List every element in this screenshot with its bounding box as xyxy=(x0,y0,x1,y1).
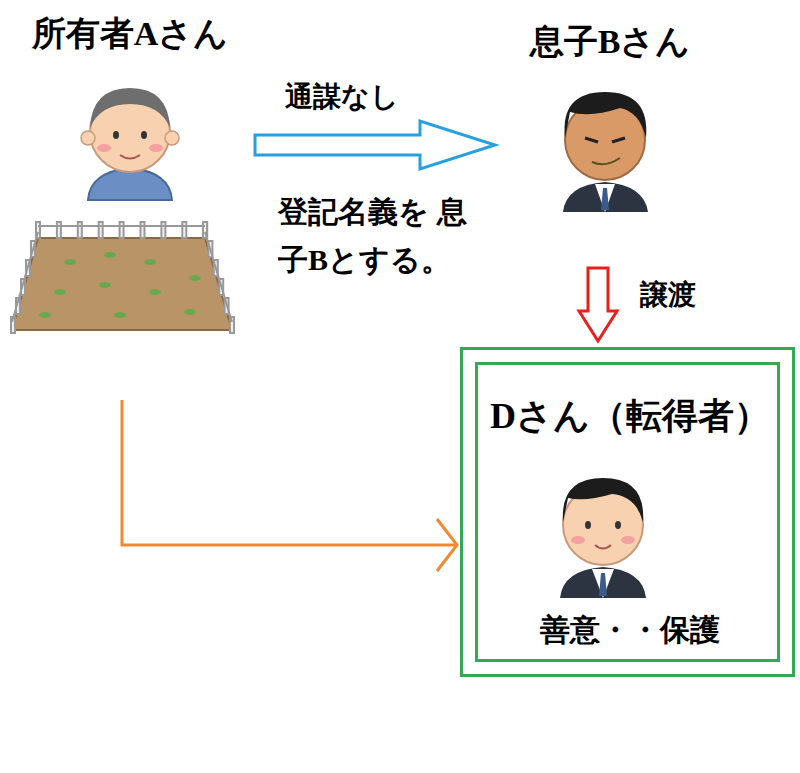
node-title: 所有者Aさん xyxy=(32,14,229,55)
connector-line xyxy=(122,400,457,571)
owner-node: 所有者Aさん xyxy=(0,0,250,395)
hollow-arrow xyxy=(579,268,617,341)
note-label: 登記名義を 息子Bとする。 xyxy=(278,188,488,284)
buyer-box: Dさん（転得者） 善意・・保護 xyxy=(460,347,795,677)
buyer-illustration xyxy=(560,478,646,598)
edge-label: 譲渡 xyxy=(640,278,696,312)
field-illustration xyxy=(11,222,234,333)
node-title: 息子Bさん xyxy=(530,22,691,63)
edge-label: 通謀なし xyxy=(285,80,399,114)
son-illustration xyxy=(563,92,648,212)
node-note: 善意・・保護 xyxy=(540,612,720,648)
hollow-arrow xyxy=(255,121,495,169)
node-title: Dさん（転得者） xyxy=(490,395,770,438)
owner-illustration xyxy=(81,88,179,200)
son-node: 息子Bさん xyxy=(495,8,720,266)
